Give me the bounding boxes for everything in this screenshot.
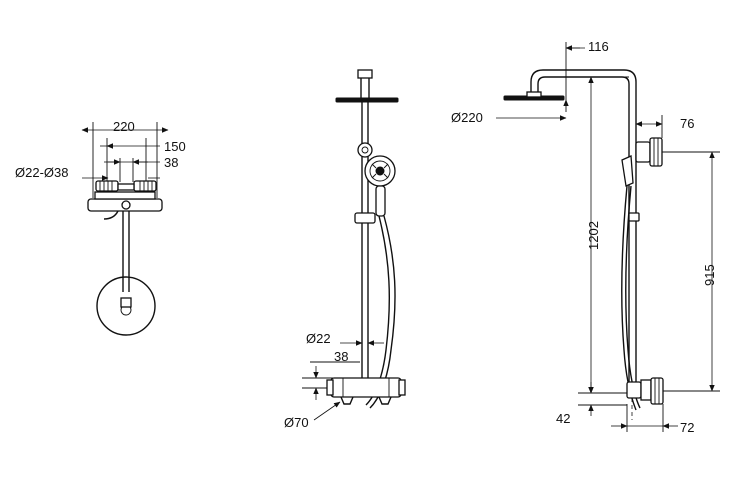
dim-mixer-depth: 72 [680,420,694,435]
side-upper-bracket [635,137,663,167]
top-view: 220 150 38 Ø22-Ø38 [15,119,186,336]
side-hand-shower [621,155,640,222]
side-view: 116 Ø220 76 [451,39,720,435]
dim-pipe-diameter: Ø22 [306,331,331,346]
dim-width-inner: 150 [164,139,186,154]
side-overhead-arm [530,69,637,385]
dim-mixer-diameter: Ø70 [284,415,309,430]
dim-offset: 38 [164,155,178,170]
front-mixer-body [326,377,406,405]
side-shower-head [503,91,565,101]
dim-head-diameter: Ø220 [451,110,483,125]
dim-line-mixer-diameter [313,401,341,421]
front-holder-ring [357,142,373,158]
front-view: Ø22 38 Ø70 [284,69,406,430]
dim-height-total: 1202 [586,221,601,250]
top-shower-head [96,276,156,336]
dim-bracket-spacing: 915 [702,264,717,286]
dim-arm-projection: 116 [588,39,609,54]
dim-width-total: 220 [113,119,135,134]
dim-wall-offset: 76 [680,116,694,131]
side-lower-mixer [626,377,664,405]
dim-inlet-height: 42 [556,411,570,426]
dim-front-offset: 38 [334,349,348,364]
front-shower-head [335,69,399,103]
top-mixer-body [87,180,163,220]
dim-inlet-range: Ø22-Ø38 [15,165,68,180]
front-slider [354,212,376,224]
front-hand-shower [364,155,396,217]
